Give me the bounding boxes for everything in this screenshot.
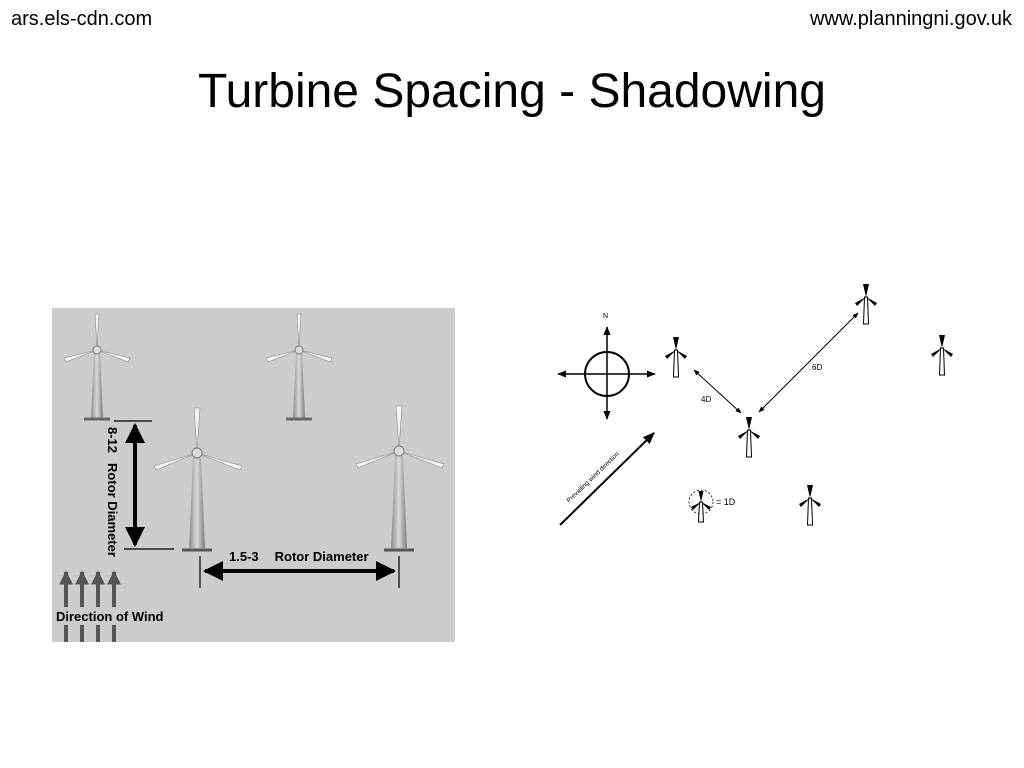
wind-direction-label: Direction of Wind <box>56 609 164 624</box>
turbine-icon <box>799 485 821 526</box>
crosswind-spacing-arrow <box>693 369 742 414</box>
crosswind-spacing-label: 4D <box>701 395 711 404</box>
turbine-icon <box>855 284 877 325</box>
north-label: N <box>603 313 608 320</box>
wind-turbine <box>265 313 333 421</box>
downwind-spacing-label: 6D <box>812 363 822 372</box>
wind-turbine <box>355 405 445 552</box>
wind-turbine <box>63 313 131 421</box>
turbine-icon <box>931 335 953 376</box>
source-right: www.planningni.gov.uk <box>810 8 1012 30</box>
rotor-diameter-scale-label: = 1D <box>716 497 736 507</box>
turbine-icon <box>665 337 687 378</box>
wind-turbine <box>153 407 243 552</box>
slide-title: Turbine Spacing - Shadowing <box>198 65 826 118</box>
vertical-spacing-label: 8-12Rotor Diameter <box>105 427 120 557</box>
compass-icon <box>557 326 656 420</box>
rotor-diameter-scale-icon <box>688 489 714 523</box>
turbine-layout-plan: N Prevailing wind direction 4D 6D <box>557 284 953 526</box>
prevailing-wind-arrow <box>559 432 655 526</box>
prevailing-wind-label: Prevailing wind direction <box>566 450 622 504</box>
source-left: ars.els-cdn.com <box>11 8 153 30</box>
turbine-icon <box>738 417 760 458</box>
figure-background <box>52 308 455 642</box>
downwind-spacing-arrow <box>758 312 859 413</box>
